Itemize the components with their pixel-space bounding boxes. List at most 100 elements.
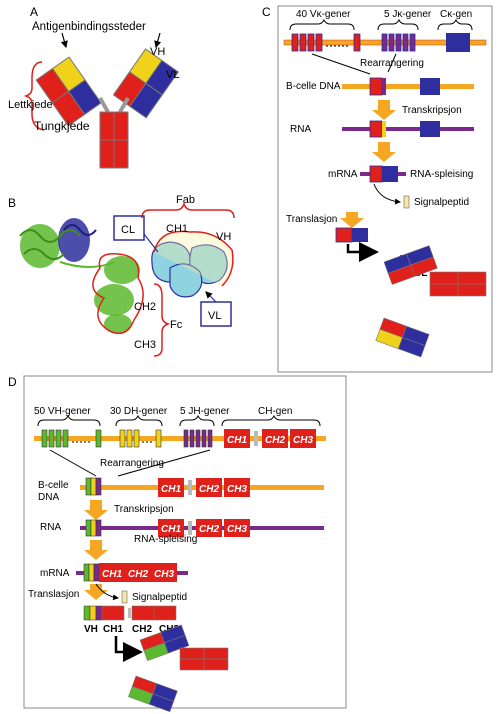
c-translation-label: Translasjon: [286, 214, 337, 225]
fc-ch3-right: [113, 139, 129, 169]
d-rna-ch2: CH2: [199, 524, 219, 535]
heavy-chain-label: Tungkjede: [34, 119, 90, 133]
panel-d: D 50 VH-gener 30 DH-gener 5 JH-gener CH-…: [8, 375, 347, 713]
vl-label-b: VL: [208, 310, 221, 322]
antigen-arrow-right: [154, 32, 162, 49]
d-j-genes-label: 5 JH-gener: [180, 406, 230, 417]
d-mrna-ch1: CH1: [102, 569, 122, 580]
c-antibody-stem: [429, 271, 487, 297]
d-rna-splicing-label: RNA-spleising: [134, 534, 197, 545]
d-antibody-upper: [139, 624, 190, 662]
cl-pointer: [143, 233, 159, 253]
d-antibody-lower: [128, 675, 178, 713]
fc-ch2-right: [113, 111, 129, 141]
c-mrna: [360, 165, 406, 183]
d-germline-dna: [34, 429, 326, 448]
d-dna-label: DNA: [38, 492, 59, 503]
vl-label-a: VL: [166, 69, 179, 81]
c-rna-label: RNA: [290, 124, 311, 135]
c-light-chain-protein: [335, 227, 368, 243]
panel-c-letter: C: [262, 5, 271, 19]
d-rna-label: RNA: [40, 522, 61, 533]
fab-arm-right: [112, 48, 179, 119]
ch2-label-b: CH2: [134, 301, 156, 313]
fab-brace: [141, 201, 235, 219]
ch3-label-b: CH3: [134, 339, 156, 351]
antigen-sites-label: Antigenbindingssteder: [32, 21, 146, 33]
c-rearr-line-1: [311, 53, 371, 75]
c-arrow-translation: [340, 212, 364, 228]
d-translation-label: Translasjon: [28, 589, 79, 600]
panel-d-letter: D: [8, 375, 17, 389]
d-ch2-label: CH2: [132, 624, 152, 635]
d-arrow-transcription: [84, 500, 108, 520]
fc-label: Fc: [170, 319, 183, 331]
d-mrna: [76, 563, 188, 582]
fab-heavy-outline: [153, 230, 234, 287]
panel-d-border: [23, 375, 347, 709]
c-arrow-transcription: [372, 100, 396, 120]
c-transcription-label: Transkripsjon: [402, 105, 462, 116]
c-j-brace: [377, 18, 419, 31]
d-c-gene-label: CH-gen: [258, 406, 292, 417]
c-assembly-arrow: [346, 242, 379, 262]
fab-label: Fab: [176, 194, 195, 206]
d-dna-ch3: CH3: [227, 484, 247, 495]
d-signal-peptide-label: Signalpeptid: [132, 592, 187, 603]
d-d-brace: [115, 414, 163, 427]
light-chain-brace: [23, 61, 45, 131]
d-ch1-label: CH1: [103, 624, 123, 635]
c-germline-dna: [283, 33, 487, 52]
fab-arm-left: [35, 56, 102, 127]
c-rna-splicing-label: RNA-spleising: [410, 169, 473, 180]
d-rna-ch3: CH3: [227, 524, 247, 535]
c-signal-peptide: [403, 195, 410, 209]
cl-label-b: CL: [121, 224, 135, 236]
d-dna-ch1: CH1: [161, 484, 181, 495]
c-bcell-dna: [342, 77, 474, 96]
d-dna-ch2: CH2: [199, 484, 219, 495]
panel-b: B Fab CL CH1 VH CH2 CH3 Fc: [8, 194, 235, 357]
c-signal-arrow: [373, 183, 401, 205]
d-germ-ch1: CH1: [227, 435, 247, 446]
d-rna-ch1: CH1: [161, 524, 181, 535]
antigen-arrow-left: [60, 32, 68, 49]
d-transcription-label: Transkripsjon: [114, 504, 174, 515]
d-c-brace: [221, 414, 321, 427]
c-j-genes-label: 5 Jκ-gener: [384, 9, 432, 20]
d-assembly-arrow: [114, 636, 143, 662]
c-c-gene-label: Cκ-gen: [440, 9, 472, 20]
fc-brace: [153, 283, 171, 357]
fc-outline: [92, 253, 144, 335]
fab-ribbon-structure: [19, 218, 97, 268]
panel-a-letter: A: [30, 5, 38, 19]
cl-box: [113, 215, 145, 241]
d-mrna-ch3: CH3: [154, 569, 174, 580]
d-signal-arrow: [95, 583, 119, 601]
d-germ-ch3: CH3: [293, 435, 313, 446]
d-signal-peptide: [121, 590, 128, 604]
vh-label-b: VH: [216, 231, 231, 243]
c-antibody: [383, 245, 438, 285]
d-v-genes-label: 50 VH-gener: [34, 406, 91, 417]
fc-ch3-left: [99, 139, 115, 169]
d-rearrangement-label: Rearrangering: [100, 458, 164, 469]
c-v-genes-label: 40 Vκ-gener: [296, 9, 351, 20]
panel-c-border: [277, 5, 493, 373]
ch1-label-b: CH1: [166, 223, 188, 235]
panel-b-letter: B: [8, 196, 16, 210]
d-arrow-splicing: [84, 540, 108, 560]
d-bcell-dna: [80, 477, 324, 497]
d-v-brace: [37, 414, 101, 427]
c-rearr-line-2: [387, 53, 397, 73]
c-antibody-lower: [375, 317, 430, 358]
d-antibody-stem: [179, 647, 229, 671]
vh-label-a: VH: [150, 46, 165, 58]
fc-ribbon-structure: [94, 256, 140, 334]
c-rearrangement-label: Rearrangering: [360, 58, 424, 69]
d-bcell-label: B-celle: [38, 480, 69, 491]
d-heavy-chain-protein: [83, 605, 177, 621]
d-arrow-translation: [84, 584, 108, 600]
c-c-brace: [437, 18, 473, 31]
